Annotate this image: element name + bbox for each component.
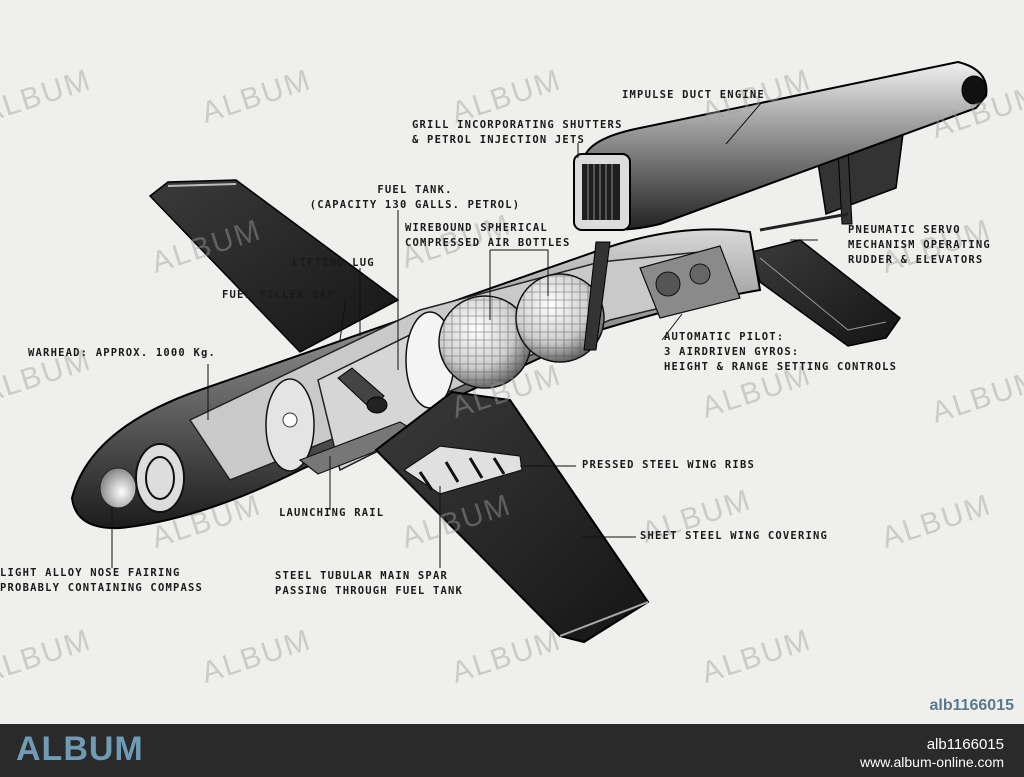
label-wing-covering: SHEET STEEL WING COVERING <box>640 530 829 542</box>
footer-url[interactable]: www.album-online.com <box>860 754 1004 770</box>
label-filler-cap: FUEL FILLER CAP <box>222 289 335 301</box>
footer-image-id: alb1166015 <box>926 736 1004 753</box>
leader-lines <box>111 101 818 568</box>
label-automatic-pilot: AUTOMATIC PILOT:3 AIRDRIVEN GYROS:HEIGHT… <box>664 331 898 373</box>
engine-exhaust <box>961 75 987 105</box>
autopilot-unit <box>639 245 741 319</box>
illustration-area: ALBUM ALBUM ALBUM ALBUM ALBUM ALBUM ALBU… <box>0 60 1024 714</box>
wing-ribs <box>402 445 523 495</box>
label-grill: GRILL INCORPORATING SHUTTERS& PETROL INJ… <box>412 119 623 146</box>
label-impulse-engine: IMPULSE DUCT ENGINE <box>622 89 765 101</box>
label-fuel-tank: FUEL TANK.(CAPACITY 130 GALLS. PETROL) <box>309 184 521 211</box>
cutaway-drawing <box>70 60 988 644</box>
label-wing-ribs: PRESSED STEEL WING RIBS <box>582 459 755 471</box>
nose-ring <box>135 443 185 513</box>
brand-logo[interactable]: ALBUM <box>16 730 144 768</box>
label-lifting-lug: LIFTING LUG <box>292 257 375 269</box>
image-id: alb1166015 <box>929 697 1014 714</box>
footer-bar: ALBUM alb1166015 www.album-online.com <box>0 724 1024 777</box>
label-launching-rail: LAUNCHING RAIL <box>279 507 385 519</box>
nose-fairing <box>99 467 137 509</box>
label-warhead: WARHEAD: APPROX. 1000 Kg. <box>28 347 217 359</box>
front-pylon <box>583 241 611 351</box>
left-wing <box>148 179 400 353</box>
